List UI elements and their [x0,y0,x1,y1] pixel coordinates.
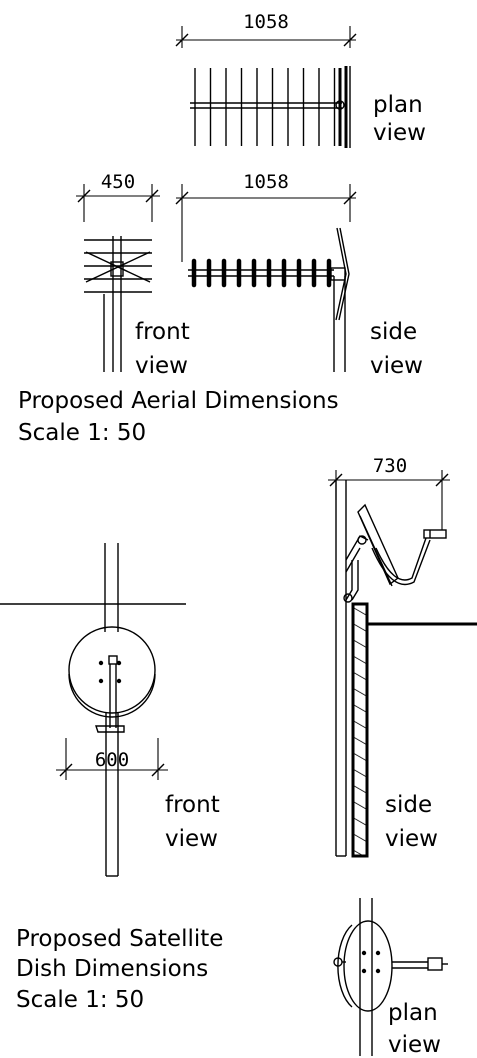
aerial-side-view: 1058 side view [175,171,423,379]
satellite-side-wall [351,602,477,858]
satellite-front-dish [68,626,156,733]
satellite-front-dimension-text: 600 [95,749,129,771]
satellite-side-dish [343,503,447,603]
aerial-plan-label-line1: plan [373,92,423,118]
aerial-side-antenna [188,227,350,372]
aerial-front-label-line1: front [135,319,190,345]
satellite-side-dimension-text: 730 [373,455,407,477]
aerial-plan-dimension-line: 1058 [175,11,357,48]
aerial-side-dimension-text: 1058 [243,171,289,193]
aerial-front-view: 450 front view [76,171,190,379]
satellite-caption-subtitle: Dish Dimensions [16,956,208,982]
satellite-side-pole [335,480,347,857]
satellite-front-label-line1: front [165,792,220,818]
satellite-side-view: 730 [328,455,477,858]
satellite-side-label-line2: view [385,826,438,852]
satellite-caption-scale: Scale 1: 50 [16,987,144,1013]
aerial-side-dimension-line: 1058 [175,171,357,262]
aerial-front-label-line2: view [135,353,188,379]
satellite-plan-label-line2: view [388,1032,441,1058]
satellite-plan-label-line1: plan [388,1000,438,1026]
aerial-caption-scale: Scale 1: 50 [18,420,146,446]
satellite-front-dimension-line: 600 [56,738,168,780]
satellite-front-label-line2: view [165,826,218,852]
aerial-side-label-line1: side [370,319,417,345]
satellite-caption-title: Proposed Satellite [16,926,223,952]
aerial-plan-antenna [190,66,351,148]
satellite-plan-view: plan view [333,898,448,1058]
aerial-front-antenna [84,236,152,372]
aerial-caption-title: Proposed Aerial Dimensions [18,388,339,414]
aerial-front-dimension-text: 450 [101,171,135,193]
aerial-side-label-line2: view [370,353,423,379]
aerial-plan-dimension-text: 1058 [243,11,289,33]
aerial-plan-label-line2: view [373,120,426,146]
aerial-front-dimension-line: 450 [76,171,160,222]
satellite-side-label-line1: side [385,792,432,818]
aerial-plan-view: 1058 plan view [175,11,426,148]
satellite-side-dimension-line: 730 [328,455,450,530]
satellite-front-view: 600 front view [0,543,220,877]
